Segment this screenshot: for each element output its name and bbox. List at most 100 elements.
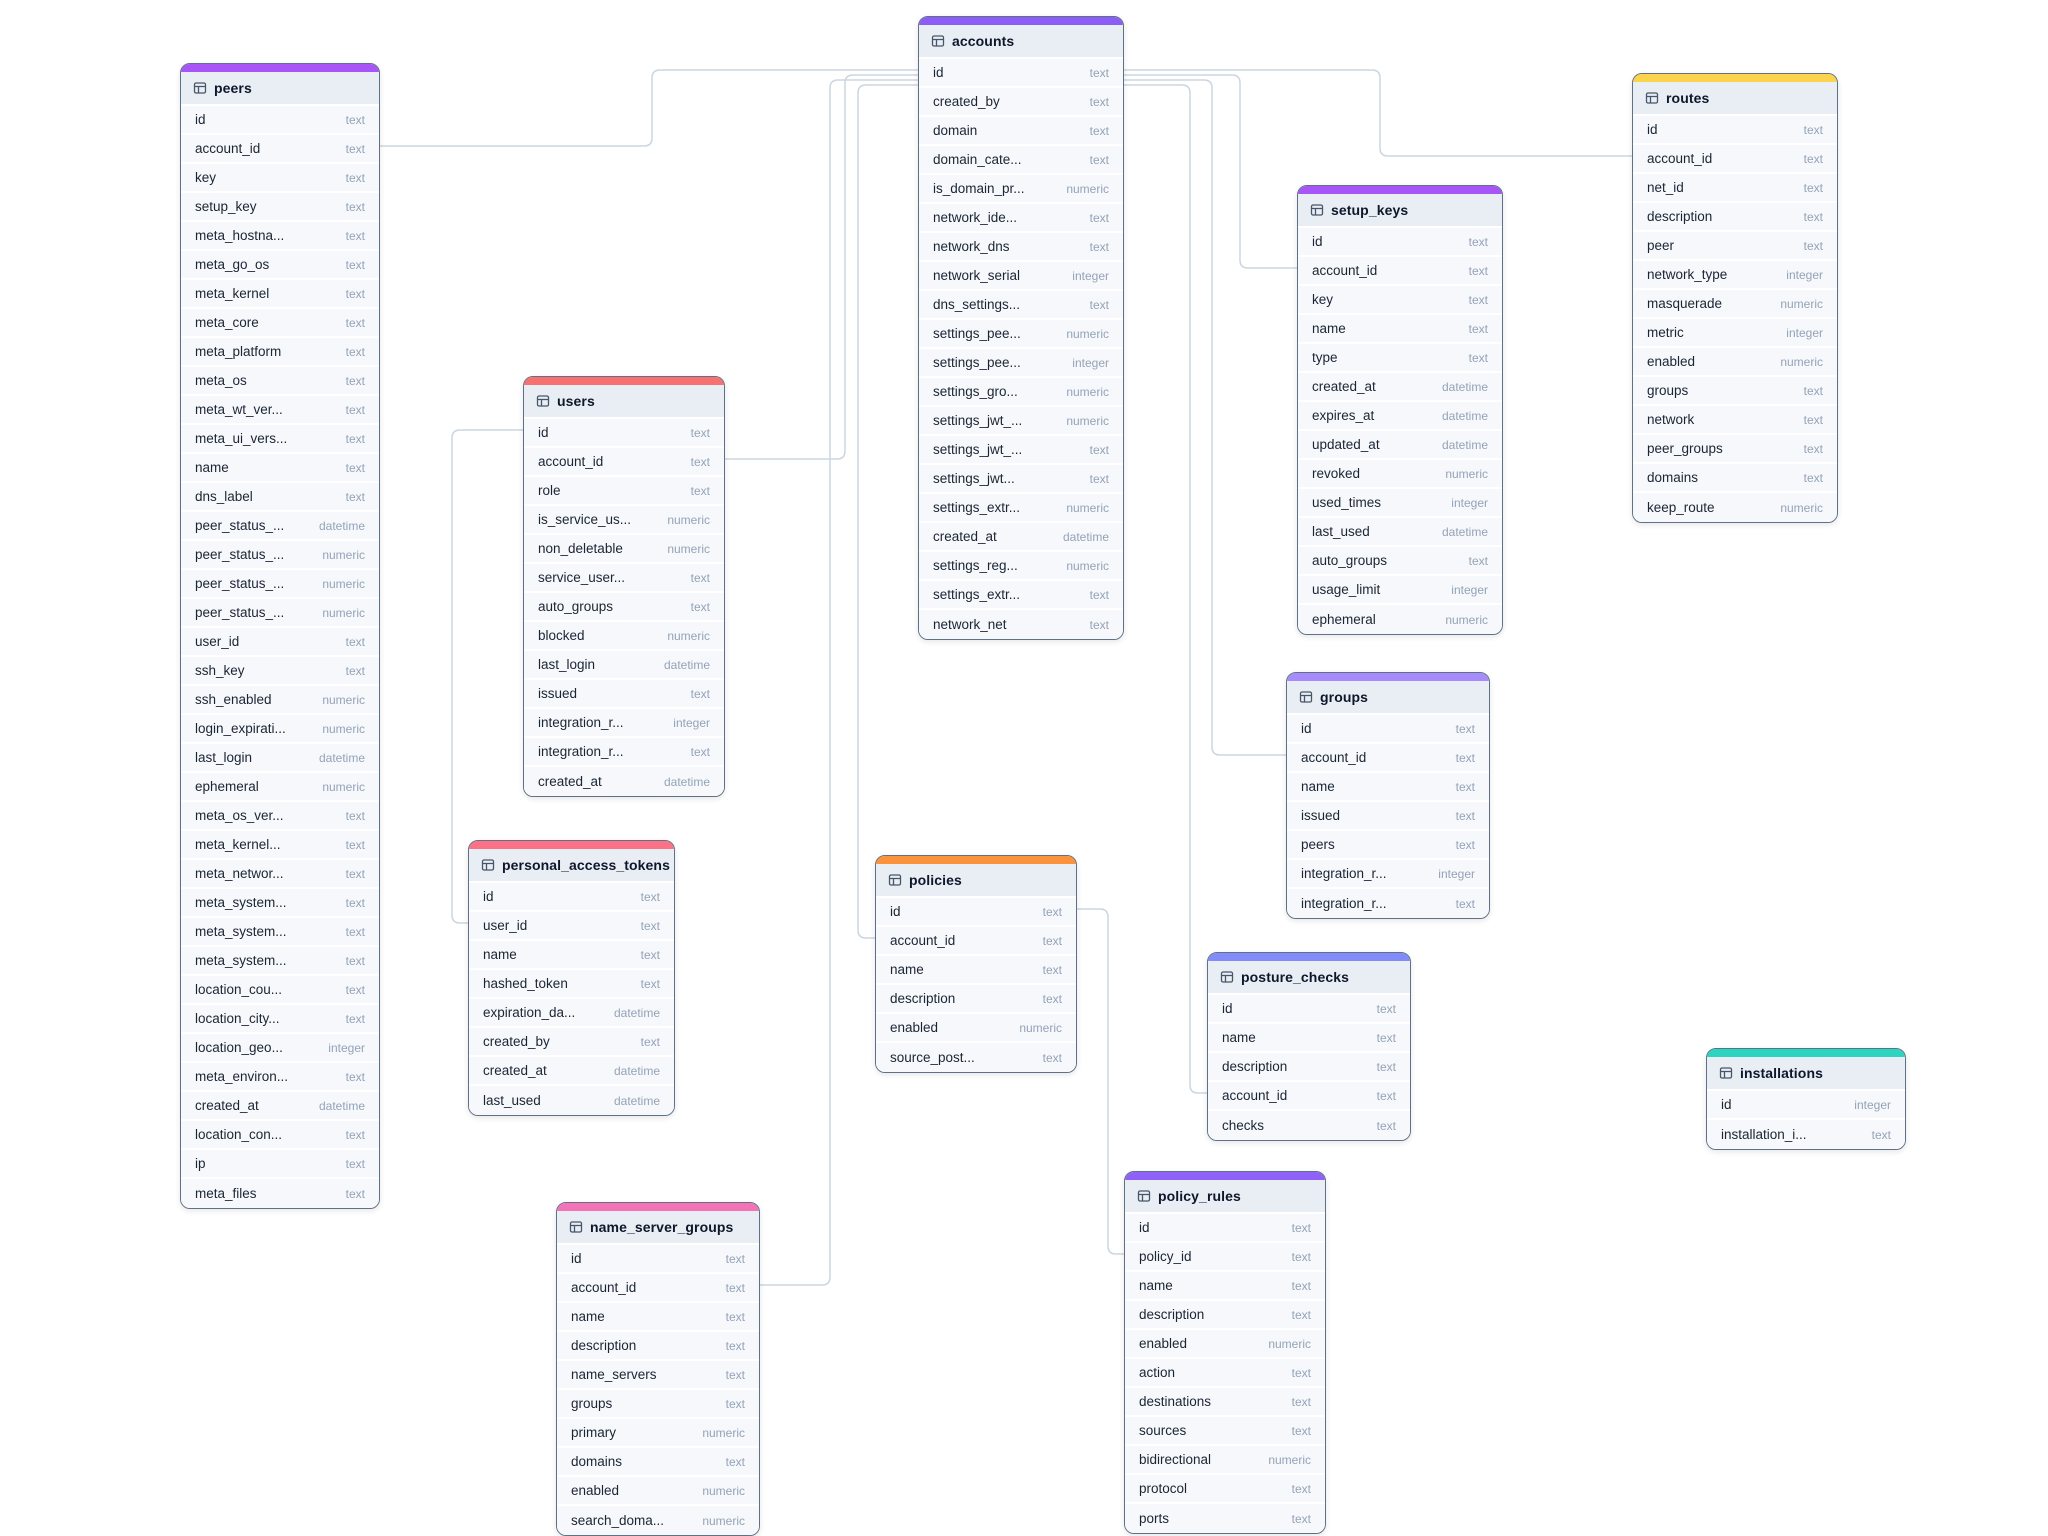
- table-accent-bar: [1287, 673, 1489, 681]
- table-header-routes[interactable]: routes: [1633, 82, 1837, 116]
- table-title: policies: [909, 872, 962, 888]
- field-row: peer_status_...datetime: [181, 512, 379, 541]
- field-type: text: [690, 483, 710, 498]
- field-name: created_by: [933, 94, 1000, 109]
- field-name: peer_status_...: [195, 576, 285, 591]
- field-type: integer: [1854, 1097, 1891, 1112]
- table-header-name_server_groups[interactable]: name_server_groups: [557, 1211, 759, 1245]
- field-type: text: [1291, 1249, 1311, 1264]
- table-header-personal_access_tokens[interactable]: personal_access_tokens: [469, 849, 674, 883]
- field-name: blocked: [538, 628, 585, 643]
- table-header-groups[interactable]: groups: [1287, 681, 1489, 715]
- field-row: expiration_da...datetime: [469, 999, 674, 1028]
- field-type: text: [1803, 151, 1823, 166]
- field-name: net_id: [1647, 180, 1684, 195]
- field-type: text: [1291, 1307, 1311, 1322]
- field-type: text: [345, 199, 365, 214]
- table-header-policy_rules[interactable]: policy_rules: [1125, 1180, 1325, 1214]
- field-type: text: [725, 1309, 745, 1324]
- table-header-installations[interactable]: installations: [1707, 1057, 1905, 1091]
- field-type: text: [345, 1011, 365, 1026]
- field-name: created_at: [933, 529, 997, 544]
- field-type: integer: [1786, 325, 1823, 340]
- field-name: revoked: [1312, 466, 1361, 481]
- table-icon: [888, 873, 902, 887]
- table-icon: [1719, 1066, 1733, 1080]
- field-type: datetime: [663, 657, 710, 672]
- field-type: numeric: [667, 628, 710, 643]
- table-header-setup_keys[interactable]: setup_keys: [1298, 194, 1502, 228]
- field-name: groups: [1647, 383, 1689, 398]
- field-name: ports: [1139, 1511, 1170, 1526]
- field-type: numeric: [1445, 612, 1488, 627]
- field-row: meta_environ...text: [181, 1063, 379, 1092]
- table-title: installations: [1740, 1065, 1823, 1081]
- field-name: description: [1222, 1059, 1288, 1074]
- field-name: meta_environ...: [195, 1069, 289, 1084]
- field-name: non_deletable: [538, 541, 623, 556]
- field-type: text: [1042, 933, 1062, 948]
- field-row: domain_cate...text: [919, 146, 1123, 175]
- table-header-peers[interactable]: peers: [181, 72, 379, 106]
- field-name: meta_os_ver...: [195, 808, 284, 823]
- field-row: meta_networ...text: [181, 860, 379, 889]
- table-header-policies[interactable]: policies: [876, 864, 1076, 898]
- field-name: id: [1721, 1097, 1732, 1112]
- field-type: datetime: [1441, 379, 1488, 394]
- table-title: users: [557, 393, 595, 409]
- field-row: search_doma...numeric: [557, 1506, 759, 1535]
- table-accent-bar: [1298, 186, 1502, 194]
- field-name: meta_go_os: [195, 257, 270, 272]
- field-name: network: [1647, 412, 1695, 427]
- field-type: text: [1376, 1088, 1396, 1103]
- field-type: text: [690, 599, 710, 614]
- table-header-users[interactable]: users: [524, 385, 724, 419]
- field-type: text: [345, 489, 365, 504]
- field-name: network_serial: [933, 268, 1021, 283]
- field-name: id: [1139, 1220, 1150, 1235]
- field-name: enabled: [1139, 1336, 1188, 1351]
- field-name: meta_platform: [195, 344, 282, 359]
- field-type: text: [345, 663, 365, 678]
- field-name: ephemeral: [195, 779, 259, 794]
- field-type: text: [690, 425, 710, 440]
- field-type: text: [1803, 441, 1823, 456]
- table-header-posture_checks[interactable]: posture_checks: [1208, 961, 1410, 995]
- field-name: account_id: [1301, 750, 1367, 765]
- field-type: text: [345, 141, 365, 156]
- table-header-accounts[interactable]: accounts: [919, 25, 1123, 59]
- field-row: meta_kernel...text: [181, 831, 379, 860]
